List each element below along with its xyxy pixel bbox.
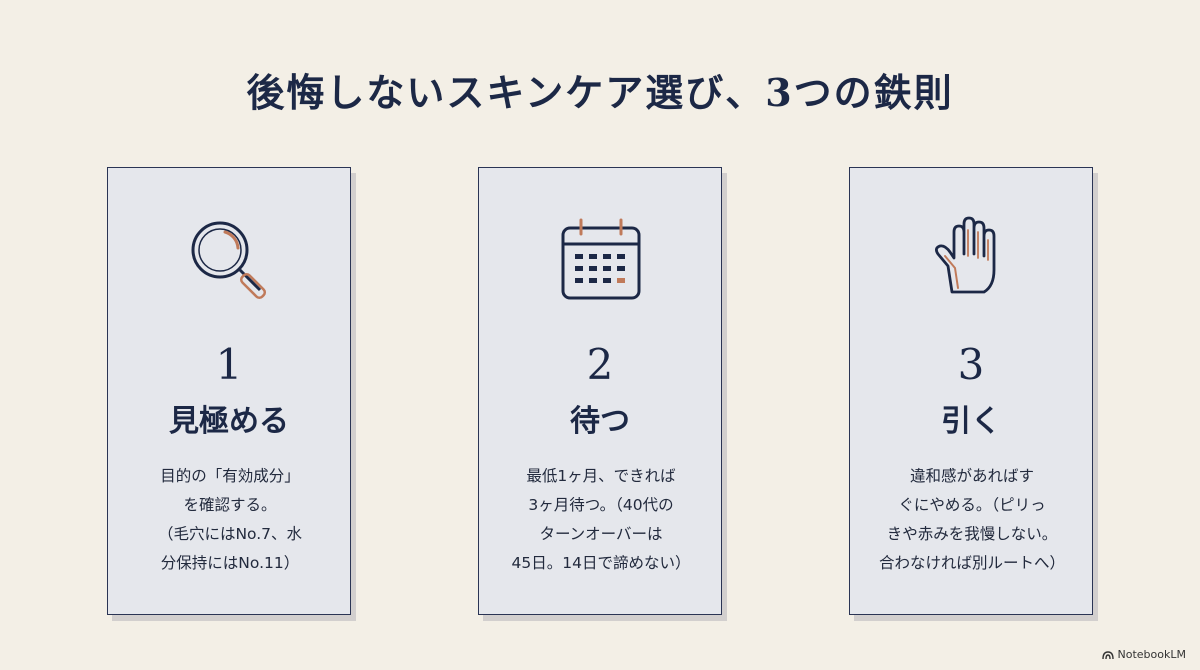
rule-heading: 引く [941, 404, 1001, 439]
description-line: ぐにやめる。（ピリっ [898, 496, 1046, 514]
description-line: 3ヶ月待つ。（40代の [528, 496, 674, 514]
magnifier-icon [191, 221, 267, 300]
description-line: 分保持にはNo.11） [160, 554, 300, 572]
description-line: 45日。14日で諦めない） [511, 554, 691, 572]
notebooklm-logo-icon [1101, 650, 1114, 659]
rule-card-2: 2 待つ 最低1ヶ月、できれば 3ヶ月待つ。（40代の ターンオーバーは 45日… [478, 167, 722, 615]
rule-card-1: 1 見極める 目的の「有効成分」 を確認する。 （毛穴にはNo.7、水 分保持に… [107, 167, 351, 615]
brand-watermark: NotebookLM [1101, 648, 1186, 661]
page-title: 後悔しないスキンケア選び、3つの鉄則 [246, 70, 954, 115]
rule-card-3: 3 引く 違和感があればす ぐにやめる。（ピリっ きや赤みを我慢しない。 合わな… [849, 167, 1093, 615]
hand-stop-icon [935, 216, 996, 294]
rule-description: 目的の「有効成分」 を確認する。 （毛穴にはNo.7、水 分保持にはNo.11） [124, 462, 336, 578]
description-line: （毛穴にはNo.7、水 [157, 525, 303, 543]
rule-description: 最低1ヶ月、できれば 3ヶ月待つ。（40代の ターンオーバーは 45日。14日で… [495, 462, 707, 578]
rule-heading: 待つ [570, 404, 630, 439]
description-line: ターンオーバーは [539, 525, 663, 543]
description-line: 目的の「有効成分」 [160, 467, 300, 485]
calendar-icon [561, 218, 641, 300]
rule-heading: 見極める [169, 404, 289, 439]
description-line: 最低1ヶ月、できれば [526, 467, 676, 485]
description-line: きや赤みを我慢しない。 [886, 525, 1058, 543]
brand-label: NotebookLM [1117, 648, 1186, 661]
description-line: を確認する。 [183, 496, 277, 514]
rule-description: 違和感があればす ぐにやめる。（ピリっ きや赤みを我慢しない。 合わなければ別ル… [866, 462, 1078, 578]
description-line: 違和感があればす [909, 467, 1034, 485]
rule-number: 3 [957, 340, 985, 389]
rule-number: 1 [215, 340, 243, 389]
description-line: 合わなければ別ルートへ） [878, 554, 1065, 572]
rule-number: 2 [586, 340, 614, 389]
